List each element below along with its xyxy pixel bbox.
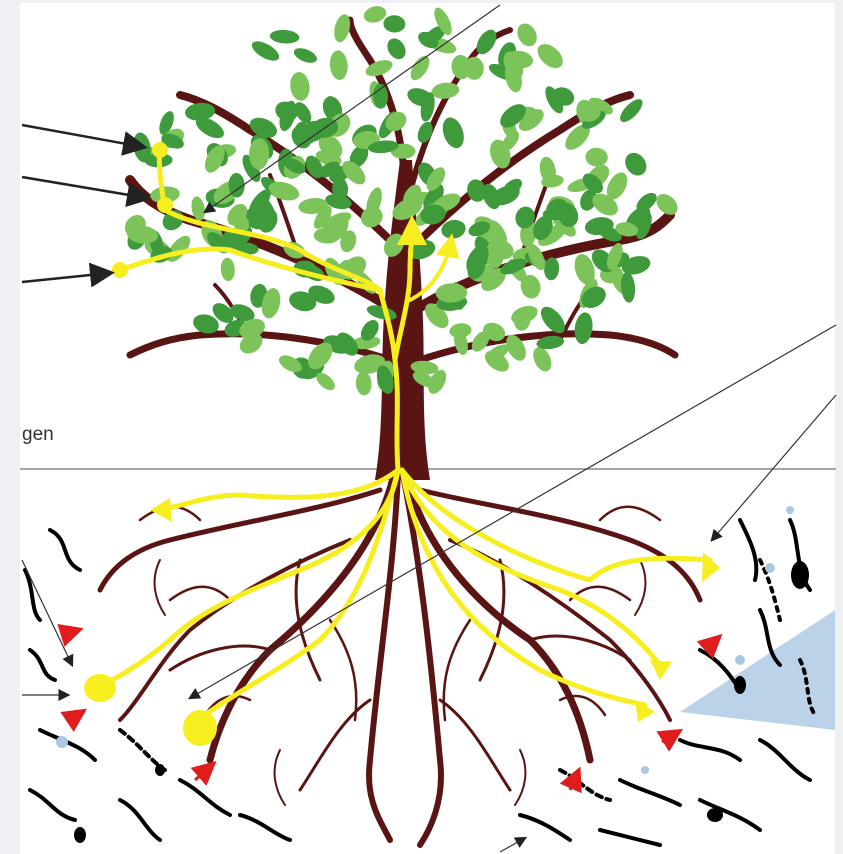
leaf xyxy=(585,147,609,168)
leaf xyxy=(220,257,236,281)
leaf xyxy=(292,45,319,65)
leaf xyxy=(514,20,541,50)
root-system xyxy=(100,470,700,845)
label-arrows xyxy=(22,125,147,282)
leaf xyxy=(573,311,595,345)
leaf xyxy=(329,50,349,81)
leaf xyxy=(355,371,372,396)
leaf xyxy=(533,39,567,72)
leaf xyxy=(384,35,410,63)
cut-off-label: gen xyxy=(22,424,54,446)
leaf xyxy=(289,71,312,102)
leaf xyxy=(269,29,299,44)
leaf xyxy=(383,15,406,33)
leaf xyxy=(439,115,468,151)
